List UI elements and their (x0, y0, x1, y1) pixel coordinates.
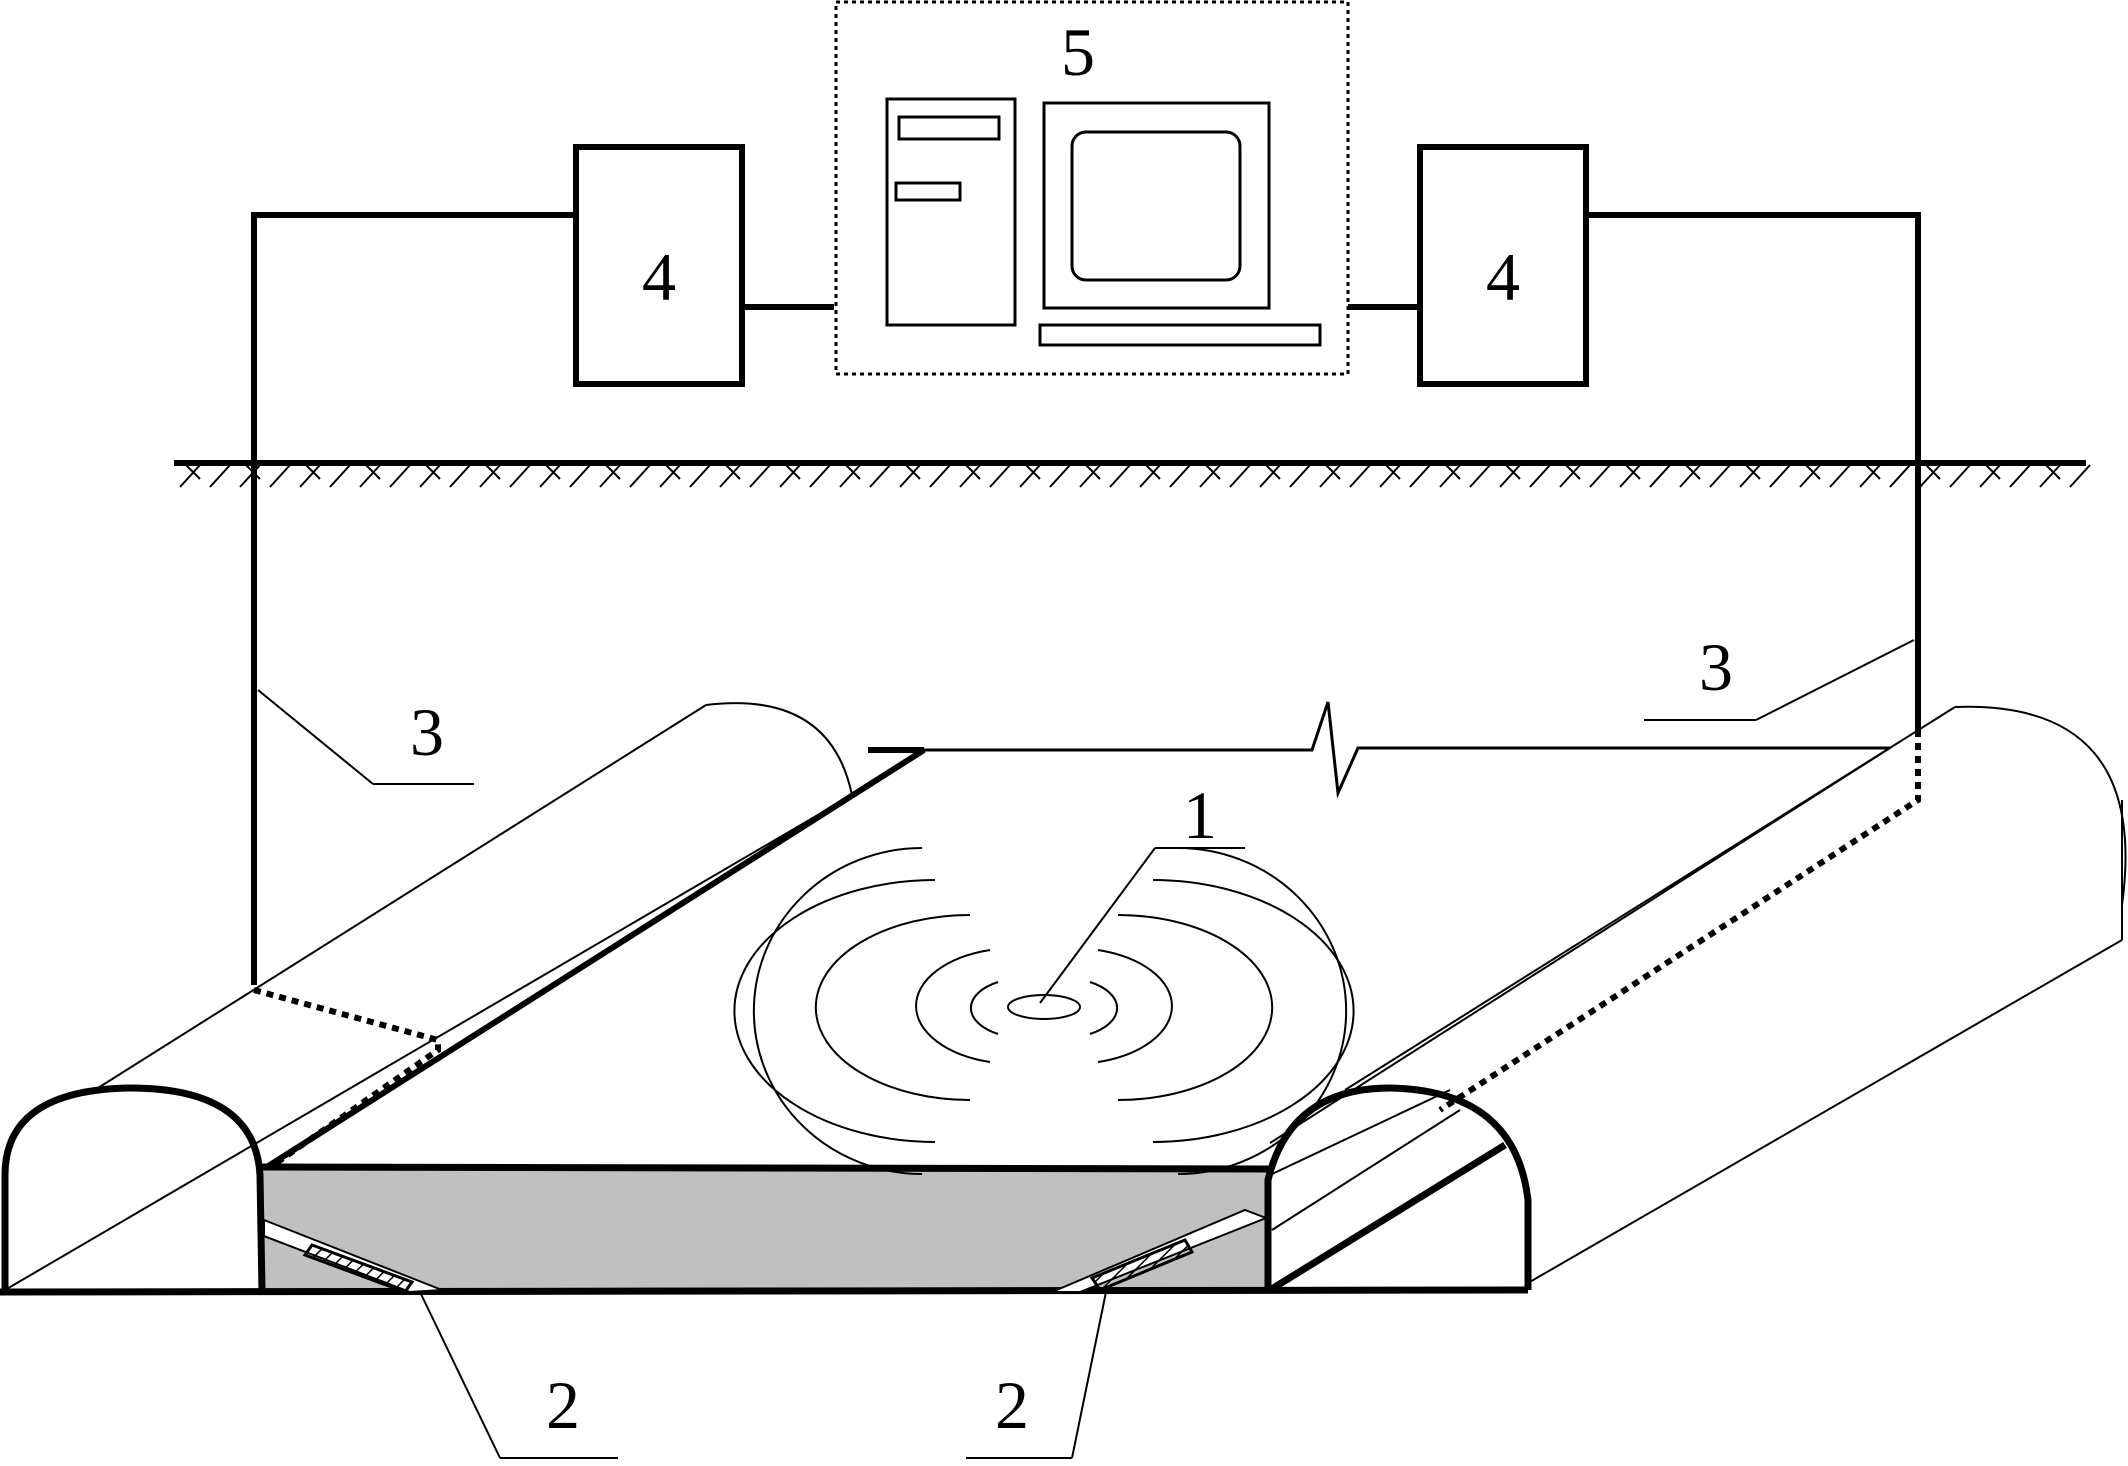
left-tunnel-arch (1, 1084, 266, 1293)
left-tunnel-bottom-edge (4, 794, 853, 1291)
sensor-left (263, 1218, 443, 1294)
left-tunnel-back-arc (705, 702, 853, 796)
seam-front-top (261, 1163, 1271, 1173)
ground-surface (174, 460, 2091, 488)
monitor-screen (1070, 130, 1242, 282)
source-point (1007, 994, 1081, 1020)
label-sensor-right: 2 (995, 1367, 1029, 1443)
label-station-left: 4 (642, 239, 676, 315)
monitor-icon (1042, 101, 1271, 310)
cable-left-leader (257, 689, 374, 785)
computer-dotted-frame (834, 0, 1350, 376)
right-tunnel-diagonal (1268, 1142, 1507, 1293)
seam-far-edge-break (924, 701, 1890, 799)
label-sensor-left: 2 (546, 1367, 580, 1443)
cable-left-underground-dotted (253, 987, 441, 1176)
floor-line (0, 1286, 1529, 1296)
keyboard-icon (1038, 323, 1322, 347)
sensor-left-housing (263, 1218, 443, 1294)
cable-right-underground-dotted (1438, 730, 1921, 1113)
cable-right: 3 (1438, 212, 1921, 1113)
seismic-source: 1 (733, 777, 1355, 1175)
label-computer: 5 (1061, 14, 1095, 90)
left-tunnel-top-edge (89, 704, 707, 1094)
right-tunnel-inner-edge-2 (1271, 1109, 1461, 1231)
label-cable-right: 3 (1699, 629, 1733, 705)
ground-hatching (179, 464, 2091, 488)
coal-seam-front (262, 1167, 1270, 1292)
right-tunnel-inner-edge (1269, 1089, 1451, 1176)
right-tunnel-bottom-edge (1527, 939, 2123, 1284)
pc-tower-icon (885, 97, 1017, 327)
cable-left-line (251, 212, 576, 985)
label-station-right: 4 (1486, 239, 1520, 315)
source-leader (1039, 847, 1156, 1004)
wave-rings (733, 847, 1355, 1175)
label-cable-left: 3 (410, 694, 444, 770)
sensor-right (1051, 1208, 1269, 1293)
right-tunnel-back-arc (1954, 705, 2127, 906)
sensor-right-element (1089, 1238, 1195, 1292)
station-right: 4 (1417, 144, 1589, 387)
pc-drive-slot-1 (897, 115, 1001, 141)
cable-left: 3 (251, 212, 576, 1176)
sensor-left-element (302, 1243, 415, 1294)
cable-right-line (1586, 212, 1921, 730)
pc-drive-slot-2 (894, 181, 962, 202)
cable-right-leader (1755, 639, 1915, 721)
station-right-box (1417, 144, 1589, 387)
sensor-left-leader (419, 1291, 501, 1459)
underground-body: 2 2 (0, 701, 2127, 1459)
station-left-box (573, 144, 745, 387)
label-source: 1 (1183, 777, 1217, 853)
station-left: 4 (573, 144, 745, 387)
sensor-right-leader (1071, 1291, 1107, 1459)
seam-left-edge (260, 747, 926, 1173)
seam-right-edge (1269, 747, 1891, 1144)
computer-group: 5 (834, 0, 1350, 376)
